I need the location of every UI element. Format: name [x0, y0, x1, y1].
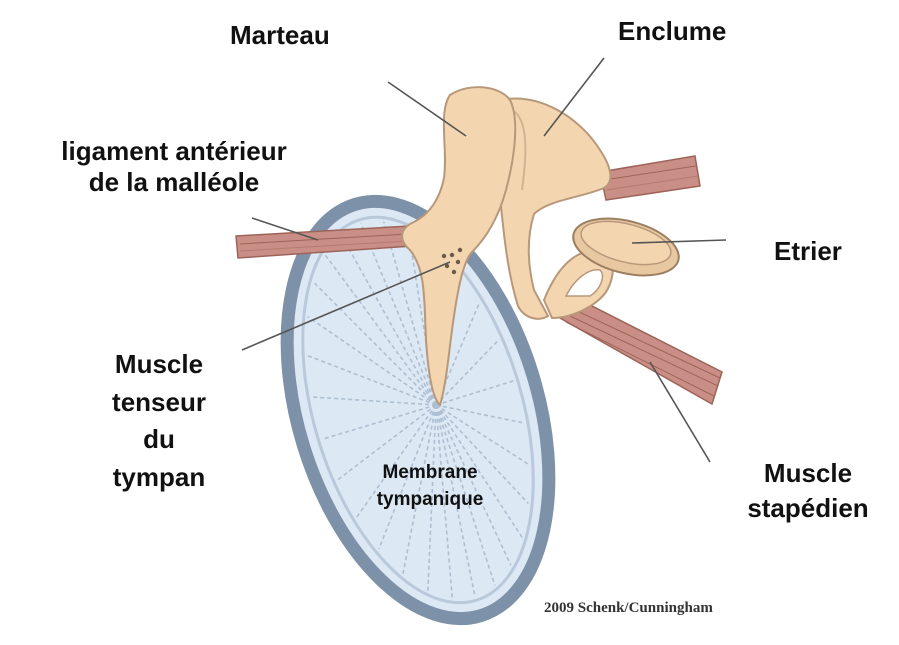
label-enclume: Enclume — [618, 16, 726, 47]
label-muscle-tenseur-line3: du — [92, 421, 226, 459]
label-membrane-line2: tympanique — [356, 487, 504, 514]
label-muscle-stapedien: Muscle stapédien — [730, 456, 886, 527]
label-etrier: Etrier — [774, 236, 842, 267]
label-muscle-stapedien-line2: stapédien — [730, 491, 886, 526]
label-ligament: ligament antérieur de la malléole — [38, 136, 310, 197]
label-muscle-tenseur: Muscle tenseur du tympan — [92, 346, 226, 497]
stapedius-muscle — [560, 304, 722, 404]
posterior-ligament — [600, 156, 700, 200]
label-muscle-tenseur-line1: Muscle — [92, 346, 226, 384]
label-membrane-line1: Membrane — [356, 460, 504, 487]
label-muscle-tenseur-line4: tympan — [92, 459, 226, 497]
label-membrane-tympanique: Membrane tympanique — [356, 460, 504, 513]
label-muscle-stapedien-line1: Muscle — [730, 456, 886, 491]
stapes-bone — [544, 209, 685, 318]
credit-text: 2009 Schenk/Cunningham — [544, 600, 713, 617]
label-marteau: Marteau — [230, 20, 330, 51]
label-ligament-line1: ligament antérieur — [38, 136, 310, 167]
label-ligament-line2: de la malléole — [38, 167, 310, 198]
label-muscle-tenseur-line2: tenseur — [92, 384, 226, 422]
